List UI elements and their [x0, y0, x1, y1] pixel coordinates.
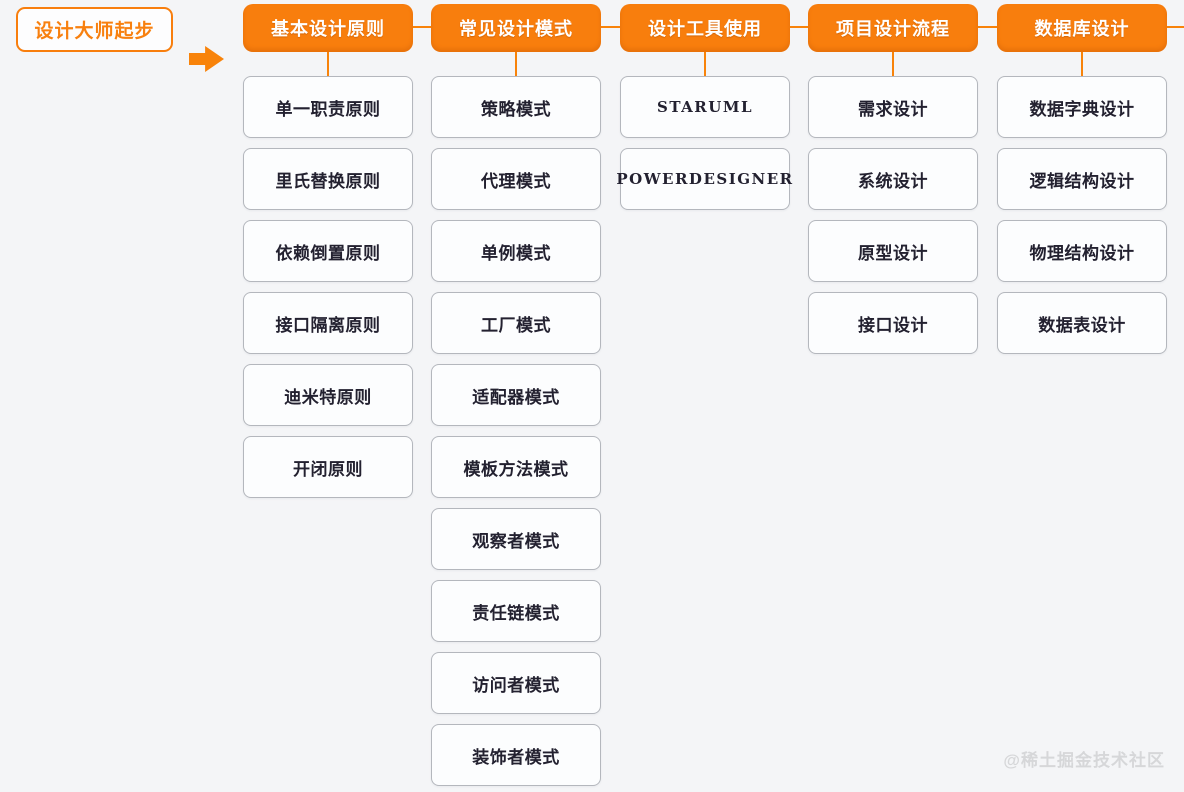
branch-node: 系统设计 [808, 148, 978, 210]
branch-node: 访问者模式 [431, 652, 601, 714]
connector-horizontal [413, 26, 431, 28]
branch-node: 需求设计 [808, 76, 978, 138]
branch-node: 数据表设计 [997, 292, 1167, 354]
connector-vertical [515, 52, 517, 76]
branch-node: 依赖倒置原则 [243, 220, 413, 282]
branch-node: 工厂模式 [431, 292, 601, 354]
branch-node: 单一职责原则 [243, 76, 413, 138]
branch-node: 代理模式 [431, 148, 601, 210]
right-arrow-icon [189, 46, 224, 72]
branch-header-database-design: 数据库设计 [997, 4, 1167, 52]
branch-node: 接口隔离原则 [243, 292, 413, 354]
branch-node: 迪米特原则 [243, 364, 413, 426]
branch-node: 观察者模式 [431, 508, 601, 570]
branch-node: 单例模式 [431, 220, 601, 282]
branch-node: STARUML [620, 76, 790, 138]
branch-node: 责任链模式 [431, 580, 601, 642]
branch-header-basic-design-principles: 基本设计原则 [243, 4, 413, 52]
branch-node: 逻辑结构设计 [997, 148, 1167, 210]
branch-node: 适配器模式 [431, 364, 601, 426]
connector-horizontal [790, 26, 808, 28]
connector-horizontal [601, 26, 620, 28]
branch-node: POWERDESIGNER [616, 148, 792, 210]
branch-node: 模板方法模式 [431, 436, 601, 498]
branch-header-project-design-process: 项目设计流程 [808, 4, 978, 52]
branch-node: 数据字典设计 [997, 76, 1167, 138]
branch-node: 策略模式 [431, 76, 601, 138]
branch-header-design-tools: 设计工具使用 [620, 4, 790, 52]
branch-node: 原型设计 [808, 220, 978, 282]
connector-vertical [704, 52, 706, 76]
connector-horizontal [978, 26, 997, 28]
watermark: @稀土掘金技术社区 [1003, 751, 1165, 770]
connector-vertical [892, 52, 894, 76]
branch-header-common-design-patterns: 常见设计模式 [431, 4, 601, 52]
branch-node: 接口设计 [808, 292, 978, 354]
connector-vertical [1081, 52, 1083, 76]
connector-horizontal [1167, 26, 1184, 28]
connector-vertical [327, 52, 329, 76]
branch-node: 开闭原则 [243, 436, 413, 498]
branch-node: 装饰者模式 [431, 724, 601, 786]
root-node: 设计大师起步 [16, 7, 173, 52]
branch-node: 物理结构设计 [997, 220, 1167, 282]
branch-node: 里氏替换原则 [243, 148, 413, 210]
